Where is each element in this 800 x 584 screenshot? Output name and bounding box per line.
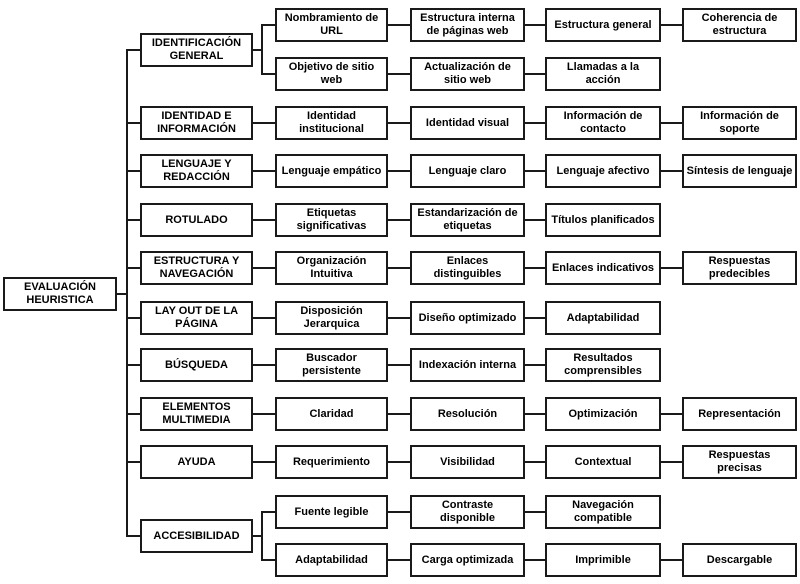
node-disposicion-jerarquica: Disposición Jerarquica: [275, 301, 388, 335]
category-elementos-multimedia: ELEMENTOS MULTIMEDIA: [140, 397, 253, 431]
node-adaptabilidad-layout: Adaptabilidad: [545, 301, 661, 335]
node-visibilidad: Visibilidad: [410, 445, 525, 479]
node-contextual: Contextual: [545, 445, 661, 479]
node-sintesis-de-lenguaje: Síntesis de lenguaje: [682, 154, 797, 188]
node-indexacion-interna: Indexación interna: [410, 348, 525, 382]
node-lenguaje-afectivo: Lenguaje afectivo: [545, 154, 661, 188]
node-informacion-de-soporte: Información de soporte: [682, 106, 797, 140]
node-actualizacion-de-sitio-web: Actualización de sitio web: [410, 57, 525, 91]
node-enlaces-indicativos: Enlaces indicativos: [545, 251, 661, 285]
category-identidad-e-informacion: IDENTIDAD E INFORMACIÓN: [140, 106, 253, 140]
node-resultados-comprensibles: Resultados comprensibles: [545, 348, 661, 382]
node-estructura-general: Estructura general: [545, 8, 661, 42]
node-lenguaje-claro: Lenguaje claro: [410, 154, 525, 188]
node-etiquetas-significativas: Etiquetas significativas: [275, 203, 388, 237]
node-representacion: Representación: [682, 397, 797, 431]
node-resolucion: Resolución: [410, 397, 525, 431]
node-lenguaje-empatico: Lenguaje empático: [275, 154, 388, 188]
node-buscador-persistente: Buscador persistente: [275, 348, 388, 382]
node-enlaces-distinguibles: Enlaces distinguibles: [410, 251, 525, 285]
node-contraste-disponible: Contraste disponible: [410, 495, 525, 529]
node-organizacion-intuitiva: Organización Intuitiva: [275, 251, 388, 285]
node-imprimible: Imprimible: [545, 543, 661, 577]
node-respuestas-predecibles: Respuestas predecibles: [682, 251, 797, 285]
node-navegacion-compatible: Navegación compatible: [545, 495, 661, 529]
node-llamadas-a-la-accion: Llamadas a la acción: [545, 57, 661, 91]
node-respuestas-precisas: Respuestas precisas: [682, 445, 797, 479]
node-estructura-interna-de-paginas-web: Estructura interna de páginas web: [410, 8, 525, 42]
category-lenguaje-y-redaccion: LENGUAJE Y REDACCIÓN: [140, 154, 253, 188]
node-optimizacion: Optimización: [545, 397, 661, 431]
category-estructura-y-navegacion: ESTRUCTURA Y NAVEGACIÓN: [140, 251, 253, 285]
node-estandarizacion-de-etiquetas: Estandarización de etiquetas: [410, 203, 525, 237]
node-evaluacion-heuristica: EVALUACIÓN HEURISTICA: [3, 277, 117, 311]
category-busqueda: BÚSQUEDA: [140, 348, 253, 382]
node-claridad: Claridad: [275, 397, 388, 431]
node-coherencia-de-estructura: Coherencia de estructura: [682, 8, 797, 42]
category-identificacion-general: IDENTIFICACIÓN GENERAL: [140, 33, 253, 67]
node-carga-optimizada: Carga optimizada: [410, 543, 525, 577]
node-requerimiento: Requerimiento: [275, 445, 388, 479]
node-identidad-visual: Identidad visual: [410, 106, 525, 140]
category-layout-de-la-pagina: LAY OUT DE LA PÁGINA: [140, 301, 253, 335]
node-identidad-institucional: Identidad institucional: [275, 106, 388, 140]
node-fuente-legible: Fuente legible: [275, 495, 388, 529]
node-titulos-planificados: Títulos planificados: [545, 203, 661, 237]
category-accesibilidad: ACCESIBILIDAD: [140, 519, 253, 553]
node-adaptabilidad-accesibilidad: Adaptabilidad: [275, 543, 388, 577]
node-descargable: Descargable: [682, 543, 797, 577]
category-rotulado: ROTULADO: [140, 203, 253, 237]
node-objetivo-de-sitio-web: Objetivo de sitio web: [275, 57, 388, 91]
node-informacion-de-contacto: Información de contacto: [545, 106, 661, 140]
category-ayuda: AYUDA: [140, 445, 253, 479]
node-diseno-optimizado: Diseño optimizado: [410, 301, 525, 335]
node-nombramiento-de-url: Nombramiento de URL: [275, 8, 388, 42]
